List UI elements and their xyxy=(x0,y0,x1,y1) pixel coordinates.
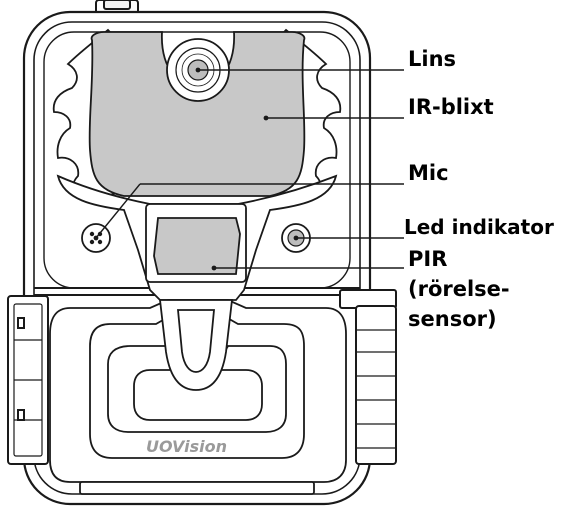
label-lens: Lins xyxy=(408,47,457,71)
label-pir-line1: PIR xyxy=(408,247,448,271)
brand-logo: UOVision xyxy=(146,437,227,456)
bottom-plate xyxy=(79,481,315,495)
leader-lines xyxy=(95,69,404,269)
label-pir-line2: (rörelse- xyxy=(408,277,510,301)
left-latch xyxy=(7,295,49,465)
leader-dots xyxy=(93,67,299,271)
pir-sensor xyxy=(145,203,247,283)
pir-neck xyxy=(158,299,234,391)
leader-line-mic xyxy=(95,183,141,239)
label-ir-flash: IR-blixt xyxy=(408,95,494,119)
label-mic: Mic xyxy=(408,161,449,185)
right-latch xyxy=(339,289,397,465)
label-led-indicator: Led indikator xyxy=(404,215,554,239)
battery-cover xyxy=(49,299,347,483)
label-pir-line3: sensor) xyxy=(408,307,497,331)
